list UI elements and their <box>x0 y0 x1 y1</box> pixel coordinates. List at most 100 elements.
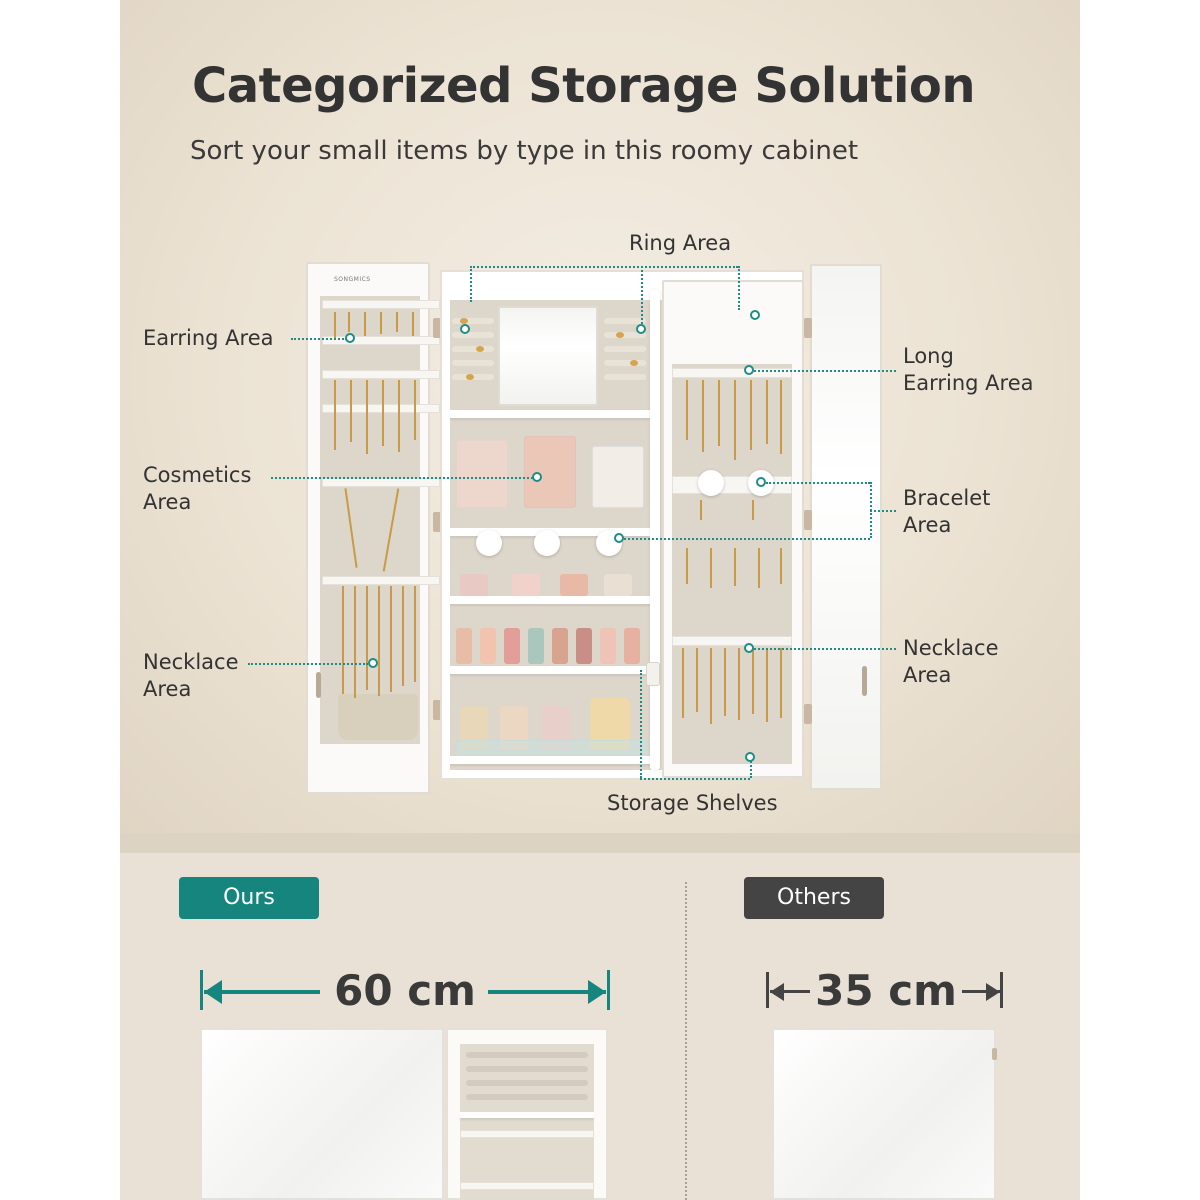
ring <box>616 332 624 338</box>
necklace-chain <box>342 586 344 694</box>
ring-row <box>604 332 646 338</box>
earring-chain <box>334 312 336 338</box>
left-door-felt <box>320 296 420 744</box>
earring-chain <box>334 380 336 450</box>
necklace-left-label-line2: Area <box>143 677 192 701</box>
long-earring-chain <box>718 380 720 446</box>
ours-ring-row <box>466 1066 588 1072</box>
necklace-bar-right <box>672 636 792 646</box>
earring-chain <box>396 312 398 332</box>
nail-polish <box>480 628 496 664</box>
ring-marker <box>460 324 470 334</box>
left-door-hinge-bottom <box>433 700 441 720</box>
nail-polish <box>576 628 592 664</box>
page-title: Categorized Storage Solution <box>192 58 976 114</box>
earring-strip-3 <box>322 370 440 379</box>
section-divider <box>120 833 1080 853</box>
necklace-chain <box>378 586 380 696</box>
ours-arrowhead-left <box>204 980 222 1004</box>
bracelet-label-line2: Area <box>903 513 952 537</box>
ring-leader-mid <box>641 266 643 328</box>
inner-mirror <box>498 306 598 406</box>
storage-shelf <box>450 666 650 674</box>
long-earring-label-line1: Long <box>903 344 954 368</box>
earring-chain <box>364 312 366 336</box>
nail-polish <box>456 628 472 664</box>
bracelet-leader-upper <box>766 482 870 484</box>
callout-storage-shelves: Storage Shelves <box>607 791 778 815</box>
necklace-chain <box>366 586 368 690</box>
long-earring-leader <box>754 370 896 372</box>
others-cabinet-mirror <box>772 1028 996 1200</box>
ring <box>466 374 474 380</box>
long-earring-chain <box>734 380 736 460</box>
ours-ring-row <box>466 1052 588 1058</box>
necklace-chain <box>414 586 416 682</box>
callout-bracelet-area: Bracelet Area <box>903 485 990 539</box>
necklace-right-marker <box>744 643 754 653</box>
earring-leader <box>291 338 347 340</box>
cosmetics-label-line1: Cosmetics <box>143 463 252 487</box>
others-dimension-arrow-right <box>962 990 1000 993</box>
ours-arrowhead-right <box>588 980 606 1004</box>
earring-chain <box>348 312 350 332</box>
hanging-bracelet <box>710 548 712 588</box>
ring-leader-top <box>470 266 738 268</box>
ours-width-value: 60 cm <box>334 966 476 1015</box>
palette <box>512 574 540 596</box>
bracelet <box>752 500 754 520</box>
ring-row <box>604 346 646 352</box>
necklace-right-label-line2: Area <box>903 663 952 687</box>
others-width-value: 35 cm <box>815 966 957 1015</box>
bracelet-leader-out <box>870 510 896 512</box>
left-door-hinge-top <box>433 318 441 338</box>
earring-chain <box>412 312 414 336</box>
storage-shelf-bottom <box>450 756 650 764</box>
ours-interior-shelf <box>460 1112 594 1118</box>
ring-marker <box>750 310 760 320</box>
callout-long-earring-area: Long Earring Area <box>903 343 1034 397</box>
ours-cabinet-mirror <box>200 1028 444 1200</box>
cosmetic-box <box>456 440 508 508</box>
glass-tray <box>456 740 648 756</box>
cosmetics-marker <box>532 472 542 482</box>
others-dimension-tick-right <box>1000 972 1003 1008</box>
long-earring-chain <box>750 380 752 450</box>
storage-leader-right <box>750 758 752 778</box>
bracelet-knob <box>476 530 502 556</box>
right-door-handle <box>862 666 867 696</box>
necklace-chain <box>752 648 754 714</box>
long-earring-chain <box>766 380 768 444</box>
earring-chain <box>414 380 416 440</box>
necklace-left-marker <box>368 658 378 668</box>
cosmetics-shelf-top <box>450 410 650 418</box>
ours-dimension-tick-right <box>607 970 610 1010</box>
callout-ring-area: Ring Area <box>629 231 732 255</box>
ring-row <box>452 346 494 352</box>
palette <box>604 574 632 596</box>
earring-strip-1 <box>322 300 440 309</box>
earring-chain <box>350 380 352 442</box>
earring-strip-4 <box>322 404 440 413</box>
bracelet-marker <box>756 477 766 487</box>
content-panel: Categorized Storage Solution Sort your s… <box>120 0 1080 1200</box>
others-dimension-arrow-left <box>770 990 810 993</box>
ring-row <box>452 332 494 338</box>
earring-marker <box>345 333 355 343</box>
cosmetic-box <box>524 436 576 508</box>
storage-pouch <box>338 694 418 740</box>
bracelet-leader-lower <box>620 538 870 540</box>
hanging-bracelet <box>734 548 736 586</box>
ring-marker <box>636 324 646 334</box>
hanging-bracelet <box>758 548 760 588</box>
earring-chain <box>382 380 384 446</box>
ours-badge: Ours <box>179 877 319 919</box>
long-earring-marker <box>744 365 754 375</box>
necklace-chain <box>766 648 768 722</box>
necklace-chain <box>354 586 356 698</box>
necklace-chain <box>710 648 712 724</box>
left-door-hinge-mid <box>433 512 441 532</box>
necklace-right-leader <box>754 648 896 650</box>
long-earring-chain <box>702 380 704 452</box>
